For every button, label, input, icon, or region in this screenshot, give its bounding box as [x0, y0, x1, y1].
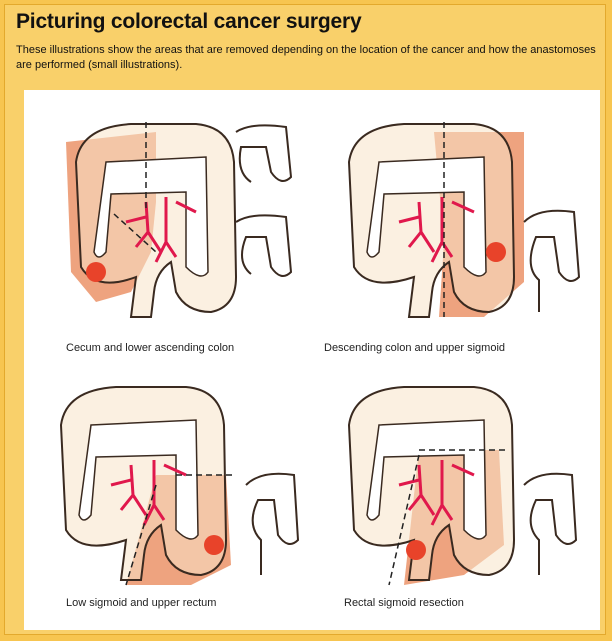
- tumor: [406, 540, 426, 560]
- panel-caption-low-sigmoid: Low sigmoid and upper rectum: [66, 597, 216, 609]
- anastomosis: [246, 474, 298, 575]
- illustration-panel: Cecum and lower ascending colon Descendi…: [24, 90, 600, 630]
- panel-caption-rectal-sigmoid: Rectal sigmoid resection: [344, 597, 464, 609]
- panel-caption-descending: Descending colon and upper sigmoid: [324, 342, 505, 354]
- colon-diagram-low-sigmoid: [36, 375, 306, 595]
- tumor: [486, 242, 506, 262]
- anastomosis: [524, 211, 579, 312]
- colon-diagram-rectal-sigmoid: [324, 375, 594, 595]
- tumor: [86, 262, 106, 282]
- illustration-rectal-sigmoid: Rectal sigmoid resection: [324, 375, 594, 630]
- anastomosis-top: [236, 125, 291, 182]
- anastomosis: [524, 474, 576, 575]
- anastomosis-bottom: [236, 215, 291, 276]
- colon-diagram-cecum: [36, 102, 306, 332]
- colon-diagram-descending: [324, 102, 594, 332]
- illustration-low-sigmoid: Low sigmoid and upper rectum: [36, 375, 306, 630]
- tumor: [204, 535, 224, 555]
- panel-caption-cecum: Cecum and lower ascending colon: [66, 342, 234, 354]
- page-title: Picturing colorectal cancer surgery: [16, 10, 361, 34]
- illustration-descending: Descending colon and upper sigmoid: [324, 102, 594, 367]
- illustration-cecum: Cecum and lower ascending colon: [36, 102, 306, 367]
- page-subtitle: These illustrations show the areas that …: [16, 43, 601, 73]
